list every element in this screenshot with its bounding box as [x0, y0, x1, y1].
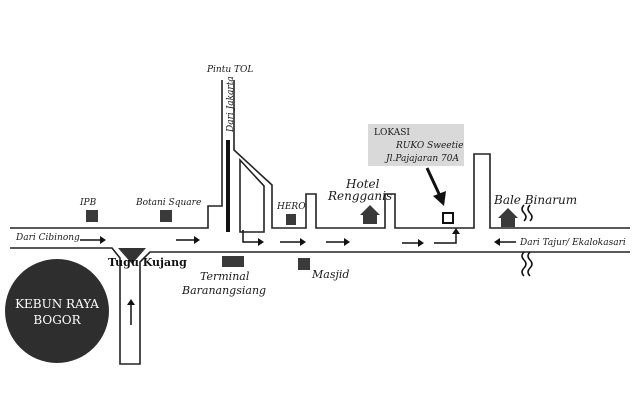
- botani-building-icon: [160, 210, 172, 222]
- tugu-kujang-icon: [118, 248, 146, 264]
- label-terminal-line2: Baranangsiang: [181, 284, 266, 297]
- river-marker-1: [521, 251, 533, 277]
- label-kebun-line1: KEBUN RAYA: [15, 297, 99, 311]
- ipb-building-icon: [86, 210, 98, 222]
- arrow-hero: [280, 238, 306, 246]
- location-box-title: LOKASI: [374, 128, 410, 138]
- masjid-building-icon: [298, 258, 310, 270]
- bale-house-icon: [498, 208, 518, 227]
- label-ipb: IPB: [79, 198, 97, 208]
- arrow-up-south: [127, 299, 135, 325]
- arrow-turn-location: [434, 228, 460, 244]
- river-marker-2: [521, 204, 533, 222]
- location-box-line1: RUKO Sweetie: [395, 141, 463, 151]
- arrow-east: [402, 239, 424, 247]
- label-dari-tajur: Dari Tajur/ Ekalokasari: [519, 238, 626, 248]
- arrow-botani: [176, 236, 200, 244]
- arrow-jakarta-exit: [242, 230, 264, 246]
- label-dari-jakarta: Dari Jakarta: [226, 76, 236, 133]
- label-hotel-line1: Hotel: [345, 177, 380, 191]
- label-pintu-tol: Pintu TOL: [206, 65, 253, 75]
- location-box: [368, 124, 464, 166]
- label-masjid: Masjid: [311, 268, 349, 281]
- label-terminal-line1: Terminal: [200, 270, 250, 283]
- label-tugu-kujang: Tugu Kujang: [108, 256, 187, 269]
- main-road: [10, 80, 630, 365]
- label-dari-cibinong: Dari Cibinong: [15, 233, 80, 243]
- traffic-arrows: [80, 167, 516, 325]
- kebun-raya-circle: [5, 259, 109, 363]
- arrow-cibinong: [80, 236, 106, 244]
- hotel-house-icon: [360, 205, 380, 224]
- arrow-hotel: [326, 238, 350, 246]
- label-hotel-line2: Rengganis: [327, 189, 392, 203]
- terminal-building-icon: [222, 256, 244, 267]
- location-box-line2: Jl.Pajajaran 70A: [384, 154, 459, 164]
- hero-building-icon: [286, 214, 296, 225]
- label-bale-binarum: Bale Binarum: [493, 193, 577, 207]
- location-marker-icon: [442, 212, 454, 224]
- label-kebun-line2: BOGOR: [33, 313, 81, 327]
- arrow-tajur: [494, 238, 516, 246]
- label-hero: HERO: [276, 202, 306, 212]
- arrow-to-location: [425, 167, 446, 206]
- label-botani-square: Botani Square: [135, 198, 201, 208]
